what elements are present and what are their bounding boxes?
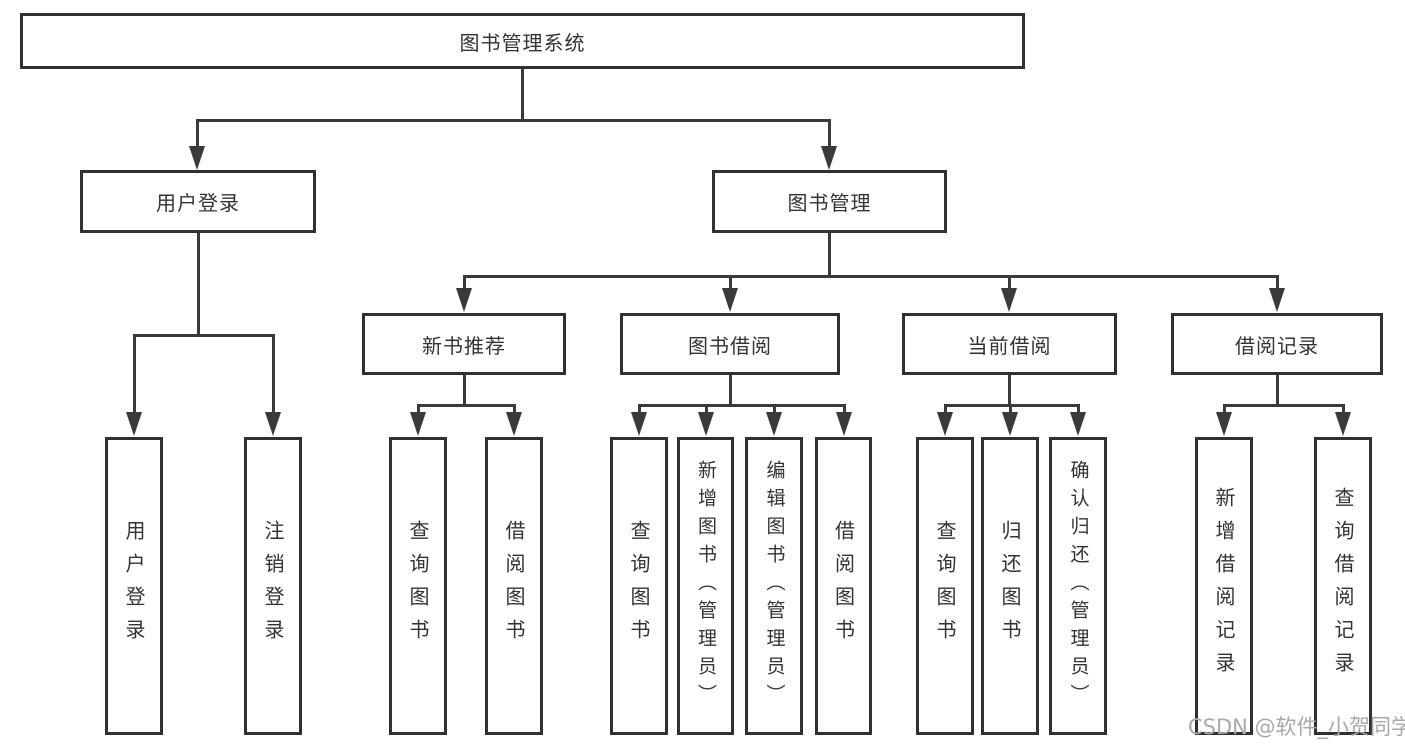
arrow-down-icon: [1216, 412, 1232, 436]
edge-current-stub: [1008, 375, 1011, 406]
node-label: 借阅图书: [831, 520, 856, 652]
node-leaf-bb-query-books: 查询图书: [610, 437, 668, 735]
arrow-down-icon: [937, 412, 953, 436]
edge-drop: [1342, 404, 1345, 414]
node-book-borrowing: 图书借阅: [620, 313, 840, 375]
arrow-down-icon: [126, 412, 142, 436]
edge-drop-user-login: [196, 119, 199, 148]
node-leaf-cb-confirm-return-admin: 确认归还（管理员）: [1049, 437, 1107, 735]
edge-drop: [944, 404, 947, 414]
edge-drop: [417, 404, 420, 414]
node-label: 新增借阅记录: [1212, 487, 1236, 685]
edge-borrowing-stub: [729, 375, 732, 406]
node-label: 用户登录: [156, 191, 240, 215]
edge-drop-borrowing: [729, 275, 732, 290]
edge-drop: [1009, 404, 1012, 414]
edge-drop-current: [1008, 275, 1011, 290]
arrow-down-icon: [1002, 412, 1018, 436]
edge-book-management-stub: [828, 233, 831, 277]
node-leaf-bb-edit-books-admin: 编辑图书（管理员）: [745, 437, 803, 735]
node-leaf-bb-add-books-admin: 新增图书（管理员）: [677, 437, 734, 735]
arrow-down-icon: [456, 288, 472, 312]
arrow-down-icon: [189, 146, 205, 170]
node-label: 新书推荐: [422, 333, 506, 358]
edge-drop-leaf-user-login: [133, 334, 136, 414]
node-label: 借阅记录: [1235, 333, 1319, 358]
arrow-down-icon: [631, 412, 647, 436]
edge-new-book-stub: [463, 375, 466, 406]
edge-user-login-stub: [197, 233, 200, 336]
edge-user-login-rail: [133, 334, 275, 337]
node-leaf-br-add-record: 新增借阅记录: [1195, 437, 1253, 735]
arrow-down-icon: [1070, 412, 1086, 436]
node-borrow-records: 借阅记录: [1171, 313, 1383, 375]
edge-book-management-rail: [463, 275, 1278, 278]
node-label: 当前借阅: [967, 333, 1052, 358]
edge-drop: [843, 404, 846, 414]
node-label: 借阅图书: [502, 520, 526, 652]
node-label: 新增图书（管理员）: [695, 460, 717, 712]
node-label: 图书管理系统: [459, 30, 586, 55]
node-label: 编辑图书（管理员）: [763, 460, 786, 712]
node-leaf-logout: 注销登录: [244, 437, 302, 735]
edge-drop-new-book: [463, 275, 466, 290]
csdn-watermark: CSDN @软件_小贺同学: [1188, 715, 1405, 739]
node-label: 查询借阅记录: [1331, 487, 1355, 685]
node-label: 查询图书: [406, 520, 430, 652]
edge-records-stub: [1276, 375, 1279, 406]
arrow-down-icon: [506, 412, 522, 436]
edge-drop-records: [1276, 275, 1279, 290]
edge-drop-book-management: [828, 119, 831, 148]
node-leaf-bb-borrow-books: 借阅图书: [815, 437, 872, 735]
edge-drop: [513, 404, 516, 414]
node-label: 图书借阅: [688, 333, 772, 358]
edge-new-book-rail: [417, 404, 516, 407]
edge-root-stub: [521, 69, 524, 120]
edge-root-rail: [196, 119, 831, 122]
edge-drop: [705, 404, 708, 414]
edge-current-rail: [944, 404, 1079, 407]
arrow-down-icon: [265, 412, 281, 436]
arrow-down-icon: [1335, 412, 1351, 436]
node-leaf-cb-return-books: 归还图书: [981, 437, 1039, 735]
node-label: 用户登录: [122, 520, 146, 652]
arrow-down-icon: [698, 412, 714, 436]
edge-drop: [1223, 404, 1226, 414]
node-book-management: 图书管理: [712, 170, 947, 233]
node-leaf-nb-query-books: 查询图书: [389, 437, 447, 735]
arrow-down-icon: [836, 412, 852, 436]
node-library-management-system: 图书管理系统: [20, 13, 1025, 69]
node-leaf-nb-borrow-books: 借阅图书: [485, 437, 543, 735]
arrow-down-icon: [1001, 288, 1017, 312]
node-label: 注销登录: [261, 520, 285, 652]
arrow-down-icon: [766, 412, 782, 436]
node-label: 查询图书: [933, 520, 957, 652]
node-label: 归还图书: [998, 520, 1022, 652]
arrow-down-icon: [722, 288, 738, 312]
node-current-borrowing: 当前借阅: [902, 313, 1117, 375]
arrow-down-icon: [821, 146, 837, 170]
arrow-down-icon: [1269, 288, 1285, 312]
edge-drop: [773, 404, 776, 414]
edge-drop: [638, 404, 641, 414]
node-leaf-user-login: 用户登录: [105, 437, 163, 735]
arrow-down-icon: [410, 412, 426, 436]
edge-records-rail: [1223, 404, 1344, 407]
node-label: 图书管理: [787, 191, 872, 215]
node-new-book-recommend: 新书推荐: [362, 313, 566, 375]
edge-borrowing-rail: [638, 404, 845, 407]
node-user-login: 用户登录: [80, 170, 316, 233]
edge-drop: [1077, 404, 1080, 414]
node-label: 确认归还（管理员）: [1067, 460, 1090, 712]
edge-drop-leaf-logout: [272, 334, 275, 414]
node-leaf-cb-query-books: 查询图书: [916, 437, 974, 735]
node-label: 查询图书: [627, 520, 651, 652]
node-leaf-br-query-record: 查询借阅记录: [1314, 437, 1372, 735]
